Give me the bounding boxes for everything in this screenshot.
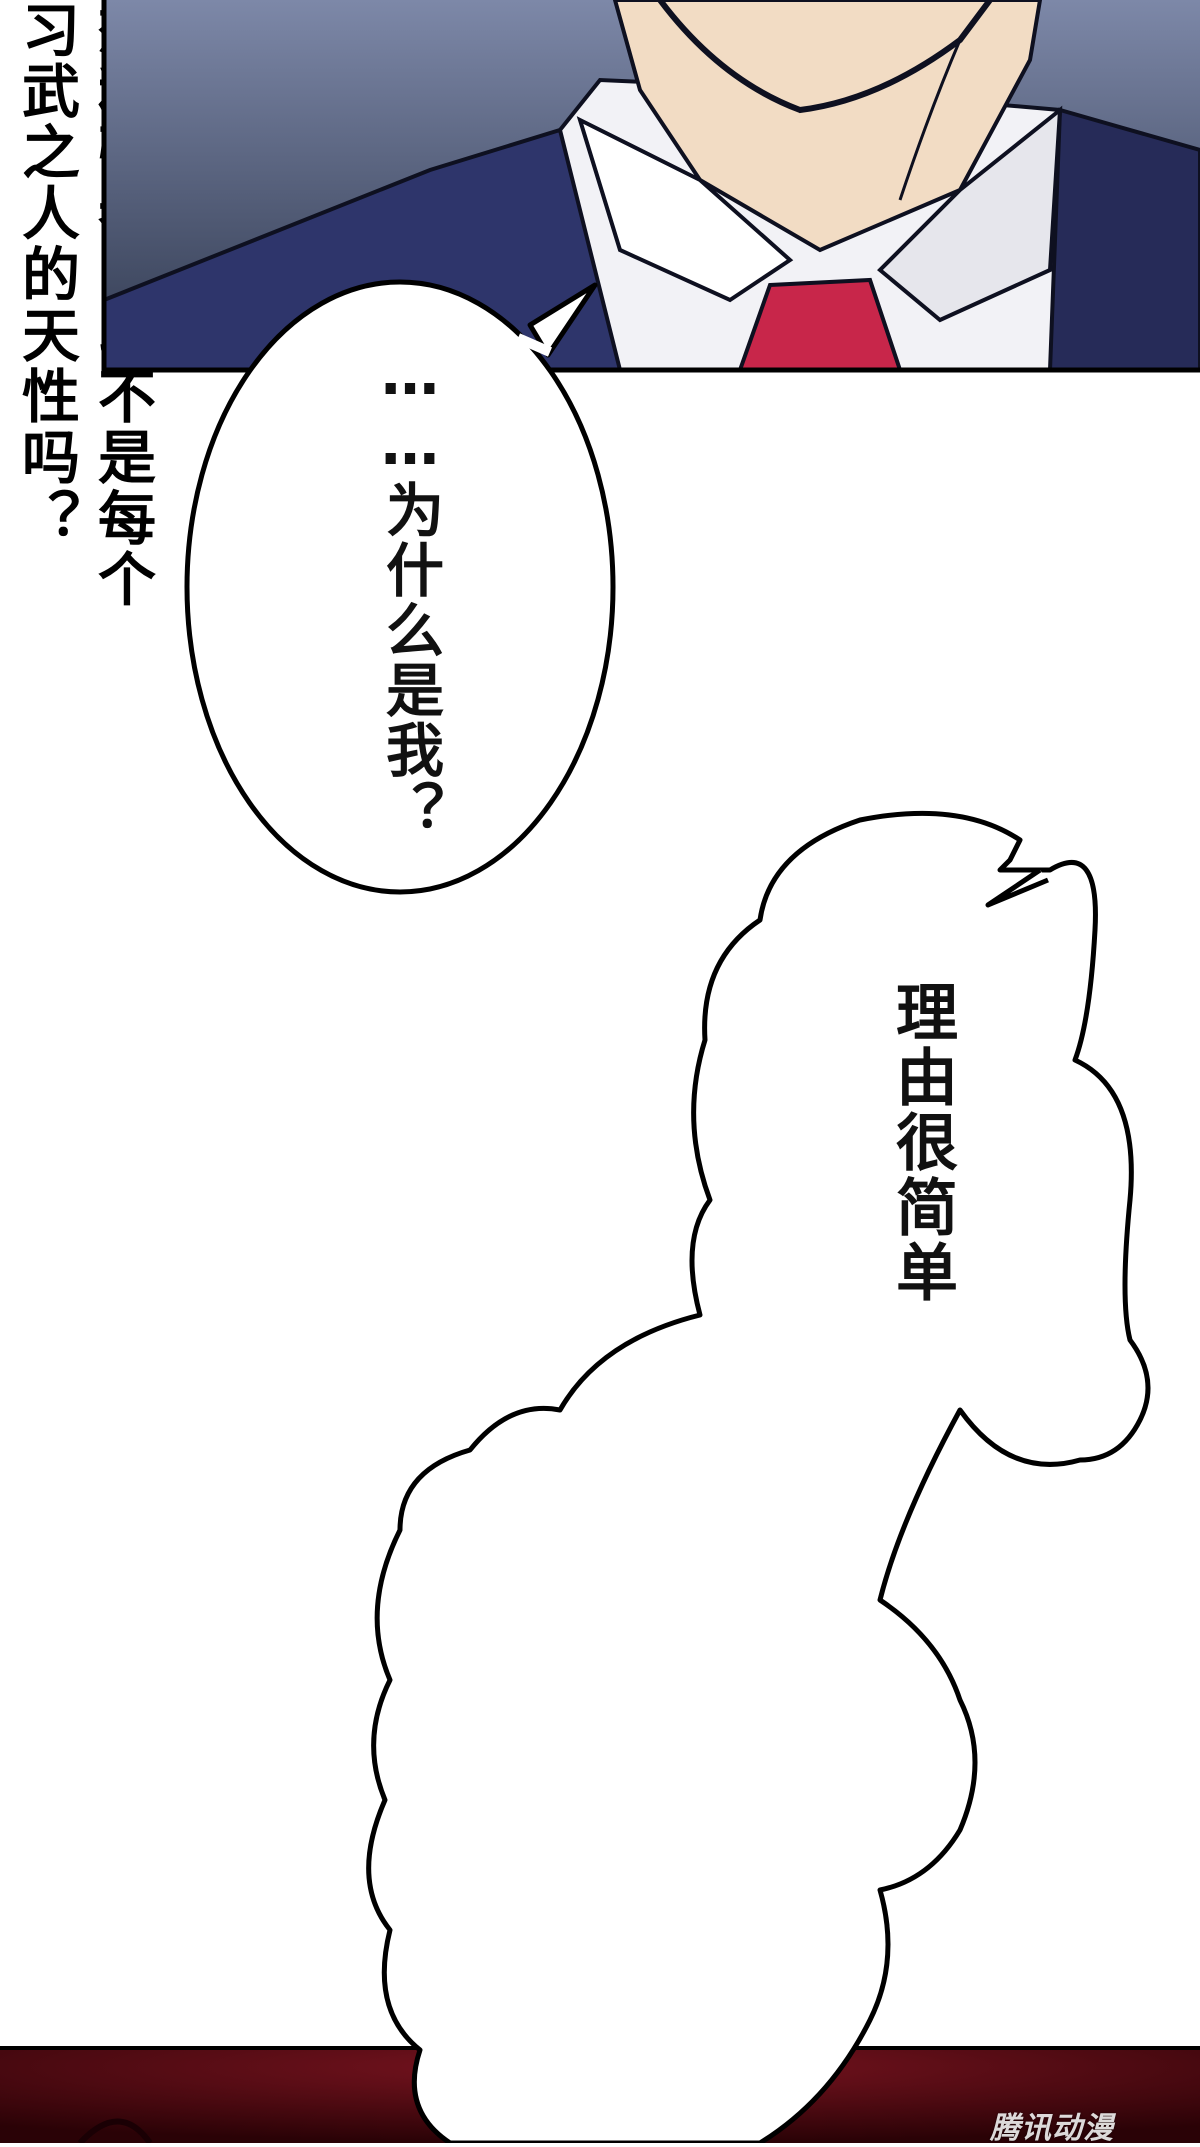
speech-text: ……为什么是我？: [376, 340, 444, 840]
thought-text-col2: 习武之人的天性吗？: [12, 0, 80, 549]
thought-bubble: [366, 810, 1151, 2143]
speech-bubble: [184, 279, 616, 895]
watermark-logo: 腾讯动漫: [990, 2111, 1114, 2146]
thought-text-top: 理由很简单: [885, 980, 958, 1305]
top-panel: [101, 0, 1200, 373]
